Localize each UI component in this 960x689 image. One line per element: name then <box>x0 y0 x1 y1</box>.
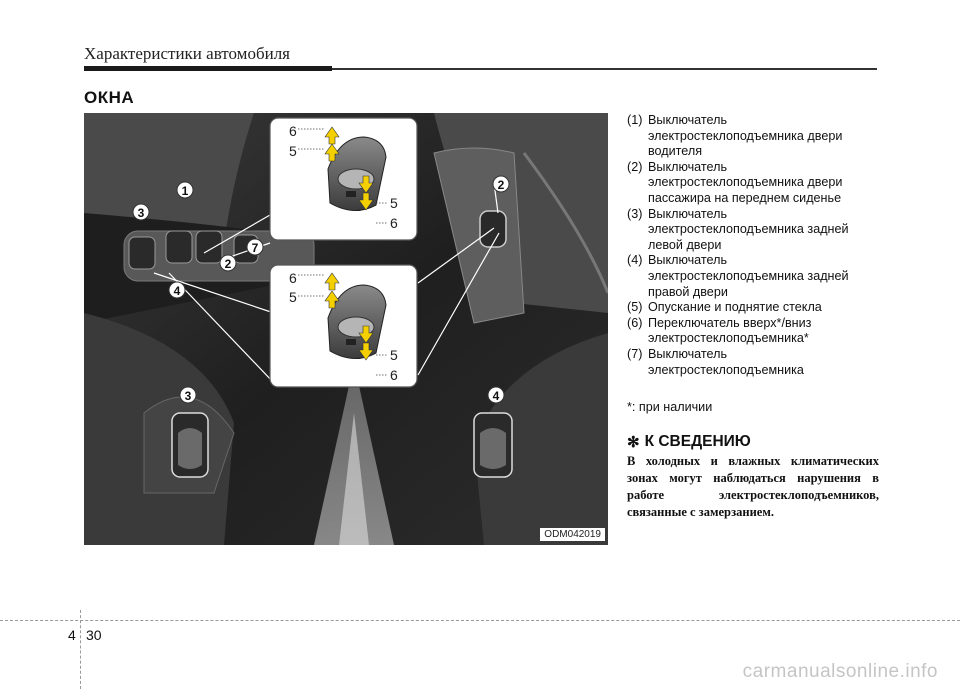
asterisk-icon: ✻ <box>627 434 640 451</box>
info-title-text: К СВЕДЕНИЮ <box>644 433 751 450</box>
inset-top-label-6b: 6 <box>390 215 398 231</box>
watermark: carmanualsonline.info <box>742 661 938 682</box>
section-title: ОКНА <box>84 88 135 107</box>
list-item-number: (3) <box>627 206 643 221</box>
list-item-text: Выключатель электростеклоподъемника задн… <box>648 253 849 299</box>
list-item-number: (1) <box>627 113 643 127</box>
inset-bottom-label-6b: 6 <box>390 367 398 383</box>
car-interior-illustration: 6 5 5 6 6 5 5 6 1 2 3 4 7 2 3 4 <box>84 113 608 545</box>
list-item: (2) Выключатель электростеклоподъемника … <box>627 160 882 207</box>
header-title: Характеристики автомобиля <box>84 44 290 63</box>
list-item-number: (5) <box>627 300 643 315</box>
list-item: (1) Выключатель электростеклоподъемника … <box>627 113 882 160</box>
callout-4: 4 <box>174 284 181 298</box>
list-item: (3) Выключатель электростеклоподъемника … <box>627 207 882 254</box>
switch-inset-bottom <box>269 264 418 388</box>
callout-3: 3 <box>138 206 145 220</box>
list-item-number: (7) <box>627 346 643 361</box>
switch-inset-top <box>269 117 418 241</box>
inset-bottom-label-6: 6 <box>289 270 297 286</box>
callout-3-rear: 3 <box>185 389 192 403</box>
list-item-text: Выключатель электростеклоподъемника двер… <box>648 113 843 159</box>
footer-divider <box>80 610 81 689</box>
callout-1: 1 <box>182 184 189 198</box>
info-body: В холодных и влажных климатических зонах… <box>627 454 879 519</box>
chapter-number: 4 <box>68 627 76 643</box>
list-item-number: (6) <box>627 315 643 330</box>
list-item-number: (4) <box>627 253 643 268</box>
footer-rule <box>0 620 960 621</box>
header-rule <box>332 68 877 70</box>
inset-bottom-label-5: 5 <box>289 289 297 305</box>
inset-top-label-6: 6 <box>289 123 297 139</box>
info-title: ✻ К СВЕДЕНИЮ <box>627 433 751 451</box>
list-item-number: (2) <box>627 159 643 174</box>
callout-2: 2 <box>225 257 232 271</box>
inset-bottom-label-5b: 5 <box>390 347 398 363</box>
list-item: (7) Выключатель электростеклоподъемника <box>627 347 882 378</box>
callout-4-rear: 4 <box>493 389 500 403</box>
legend-list: (1) Выключатель электростеклоподъемника … <box>627 113 882 378</box>
inset-top-label-5b: 5 <box>390 195 398 211</box>
list-item-text: Опускание и поднятие стекла <box>648 300 822 315</box>
list-item-text: Выключатель электростеклоподъемника <box>648 346 804 377</box>
list-item: (5) Опускание и поднятие стекла <box>627 300 882 316</box>
list-item: (4) Выключатель электростеклоподъемника … <box>627 253 882 300</box>
page-number: 30 <box>86 627 102 643</box>
inset-top-label-5: 5 <box>289 143 297 159</box>
header-rule-thick <box>84 66 332 71</box>
list-item: (6) Переключатель вверх*/вниз электросте… <box>627 316 882 347</box>
callout-7: 7 <box>252 241 259 255</box>
window-switches-figure: 6 5 5 6 6 5 5 6 1 2 3 4 7 2 3 4 ODM04201… <box>84 113 608 545</box>
list-item-text: Переключатель вверх*/вниз электростеклоп… <box>648 315 812 346</box>
image-code: ODM042019 <box>540 528 605 541</box>
availability-note: *: при наличии <box>627 400 713 414</box>
list-item-text: Выключатель электростеклоподъемника двер… <box>648 159 843 205</box>
callout-2-front: 2 <box>498 178 505 192</box>
list-item-text: Выключатель электростеклоподъемника задн… <box>648 206 849 252</box>
